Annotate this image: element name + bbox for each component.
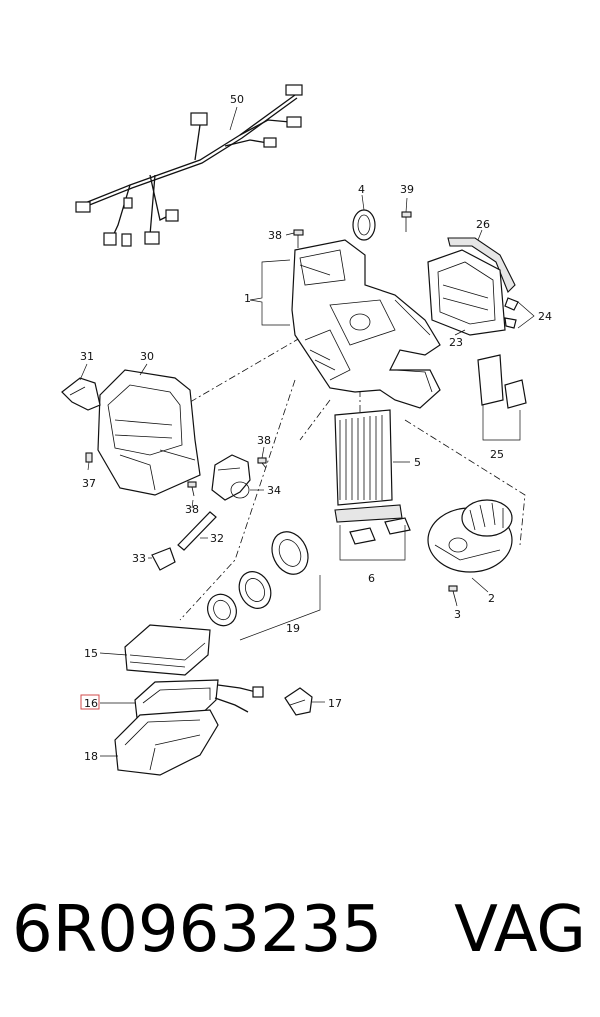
callout-23: 23 — [449, 336, 463, 349]
wiring-harness — [75, 84, 303, 247]
heater-housing — [291, 239, 441, 409]
callout-6: 6 — [368, 572, 375, 585]
seals — [207, 531, 321, 641]
air-frame — [427, 249, 506, 336]
callout-25: 25 — [490, 448, 504, 461]
blower-housing — [97, 369, 201, 496]
lower-housing — [114, 709, 219, 776]
part-number: 6R0963235 — [12, 893, 383, 967]
actuator — [211, 454, 251, 501]
radiator-16 — [134, 679, 264, 721]
callout-leaders — [79, 106, 489, 757]
callout-26: 26 — [476, 218, 490, 231]
part-25-bracket — [477, 354, 527, 441]
callout-1: 1 — [244, 292, 251, 305]
callout-19: 19 — [286, 622, 300, 635]
callout-4: 4 — [358, 183, 365, 196]
callout-39: 39 — [400, 183, 414, 196]
callout-5: 5 — [414, 456, 421, 469]
callout-38-low: 38 — [185, 503, 199, 516]
seal-strip — [447, 237, 516, 293]
callout-16-highlight — [80, 694, 100, 710]
callout-labels: 50 4 39 38 26 1 24 23 31 30 38 5 25 37 3… — [80, 93, 552, 763]
clips — [504, 297, 535, 329]
lever — [177, 511, 217, 551]
callout-50: 50 — [230, 93, 244, 106]
heater-core — [124, 624, 211, 676]
callout-32: 32 — [210, 532, 224, 545]
callout-31: 31 — [80, 350, 94, 363]
callout-30: 30 — [140, 350, 154, 363]
callout-38-mid: 38 — [257, 434, 271, 447]
part-screw-38-top — [293, 229, 304, 248]
callout-15: 15 — [84, 647, 98, 660]
connector-17 — [284, 687, 313, 716]
callout-2: 2 — [488, 592, 495, 605]
part-screw-3 — [448, 585, 458, 603]
part-37-clip — [85, 452, 93, 463]
callout-18: 18 — [84, 750, 98, 763]
part-screw-39 — [401, 211, 412, 232]
exploded-parts-diagram: 50 4 39 38 26 1 24 23 31 30 38 5 25 37 3… — [61, 84, 552, 776]
callout-37: 37 — [82, 477, 96, 490]
blower-motor — [427, 499, 513, 573]
callout-3: 3 — [454, 608, 461, 621]
filter-pieces — [334, 504, 411, 561]
part-ring — [352, 209, 376, 241]
callout-33: 33 — [132, 552, 146, 565]
callout-17: 17 — [328, 697, 342, 710]
cabin-filter — [334, 409, 393, 506]
part-31-bracket — [61, 377, 101, 411]
callout-24: 24 — [538, 310, 552, 323]
callout-38-top: 38 — [268, 229, 282, 242]
part-33 — [151, 547, 176, 571]
brand-name: VAG — [454, 893, 586, 967]
callout-16: 16 — [84, 697, 98, 710]
callout-34: 34 — [267, 484, 281, 497]
footer: 6R0963235 VAG — [0, 885, 600, 975]
